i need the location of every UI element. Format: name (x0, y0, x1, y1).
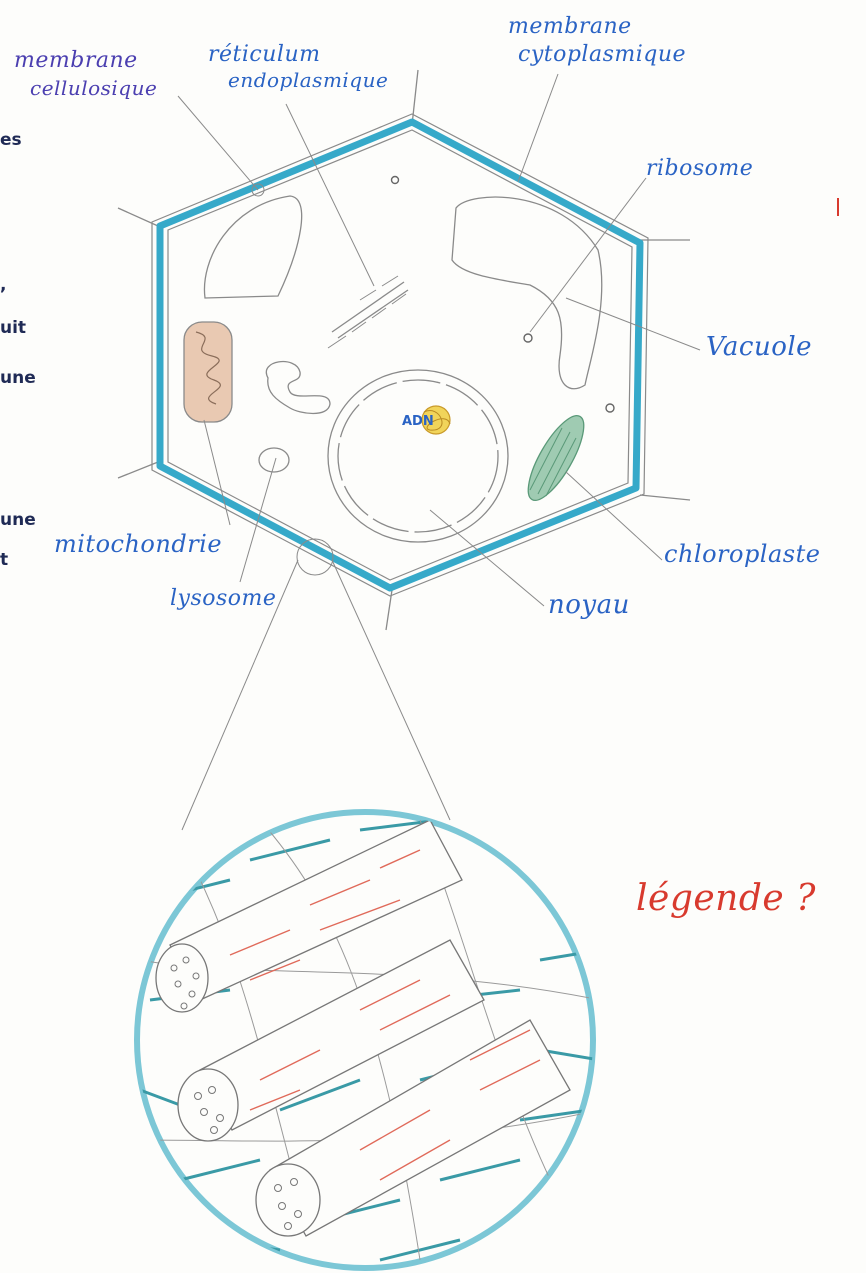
label-noyau: noyau (548, 590, 630, 620)
label-membrane-cytoplasmique-line1: membrane (508, 14, 632, 39)
label-mitochondrie: mitochondrie (54, 530, 222, 558)
label-lysosome: lysosome (170, 586, 276, 611)
label-legende-question: légende ? (636, 878, 816, 919)
leader-lines (178, 74, 700, 830)
endoplasmic-reticulum (328, 276, 408, 348)
label-vacuole: Vacuole (706, 332, 812, 362)
label-reticulum-line2: endoplasmique (228, 68, 388, 92)
label-adn: ADN (402, 414, 434, 429)
vacuole-left (204, 196, 301, 298)
page-fragment: , (0, 275, 6, 295)
label-ribosome: ribosome (646, 156, 753, 181)
label-chloroplaste: chloroplaste (664, 540, 820, 568)
page-fragment: t (0, 550, 8, 570)
nucleus (328, 370, 508, 542)
chloroplast (518, 408, 594, 507)
mitochondrion (184, 322, 232, 422)
label-reticulum-line1: réticulum (208, 42, 320, 67)
page-fragment: une (0, 368, 36, 388)
label-membrane-cellulosique-line1: membrane (14, 48, 138, 73)
lysosome (259, 448, 289, 472)
page-fragment: uit (0, 318, 26, 338)
label-membrane-cytoplasmique-line2: cytoplasmique (518, 42, 686, 67)
vacuole-right (452, 197, 602, 389)
page-fragment: une (0, 510, 36, 530)
page-fragment: es (0, 130, 22, 150)
label-membrane-cellulosique-line2: cellulosique (30, 76, 157, 100)
golgi (266, 362, 330, 414)
